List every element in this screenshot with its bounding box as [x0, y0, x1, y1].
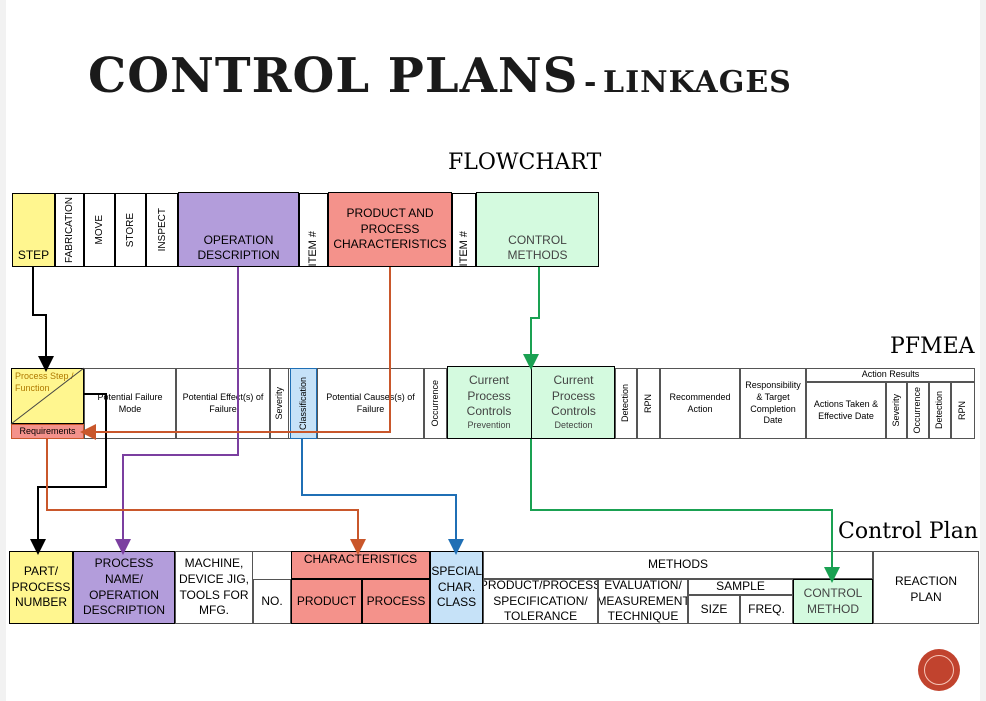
- title-separator: -: [583, 65, 598, 100]
- arrow-requirements-to-part-number: [30, 393, 107, 555]
- fc-inspect: INSPECT: [146, 193, 178, 267]
- flowchart-label: FLOWCHART: [448, 150, 602, 175]
- pf-severity: Severity: [270, 368, 289, 439]
- fc-store: STORE: [115, 193, 146, 267]
- cp-part-process-number: PART/ PROCESS NUMBER: [9, 551, 73, 624]
- pf-rpn: RPN: [637, 368, 660, 439]
- title-sub: LINKAGES: [603, 65, 792, 100]
- cp-evaluation: EVALUATION/ MEASUREMENT TECHNIQUE: [598, 579, 688, 624]
- pf-responsibility: Responsibility & Target Completion Date: [740, 368, 806, 439]
- pf-action-results: Action Results: [806, 368, 975, 382]
- pf-prevention: Current Process Controls Prevention: [447, 366, 531, 439]
- control-plan-label: Control Plan: [838, 519, 979, 544]
- pf-classification: Classification: [290, 368, 317, 439]
- pf-failure-mode: Potential Failure Mode: [84, 368, 176, 439]
- cp-special-char-class: SPECIAL CHAR. CLASS: [430, 551, 483, 624]
- pf-detection-controls: Current Process Controls Detection: [531, 366, 615, 439]
- cp-control-method: CONTROL METHOD: [793, 579, 873, 624]
- cp-no: NO.: [253, 579, 291, 624]
- logo-icon: [918, 649, 960, 691]
- cp-product: PRODUCT: [291, 579, 362, 624]
- arrow-step-to-process-step: [32, 267, 54, 372]
- cp-sample: SAMPLE: [688, 579, 793, 595]
- fc-product-process-characteristics: PRODUCT AND PROCESS CHARACTERISTICS: [328, 192, 452, 267]
- fc-fabrication: FABRICATION: [55, 193, 84, 267]
- pf-prevention-title: Current Process Controls: [466, 373, 512, 419]
- process-step-diagonal: [10, 367, 85, 425]
- cp-process: PROCESS: [362, 579, 430, 624]
- arrow-classification-to-special-char: [301, 439, 464, 555]
- cp-machine: MACHINE, DEVICE JIG, TOOLS FOR MFG.: [175, 551, 253, 624]
- pf-severity-2: Severity: [886, 382, 907, 439]
- arrow-characteristics-to-requirements: [80, 267, 391, 440]
- fc-item-1: ITEM #: [299, 193, 328, 267]
- cp-reaction-plan: REACTION PLAN: [873, 551, 979, 624]
- arrow-operation-to-process-name: [115, 267, 239, 555]
- pf-occurrence-2: Occurrence: [907, 382, 929, 439]
- arrow-control-methods-to-controls: [523, 267, 540, 370]
- pf-prevention-sub: Prevention: [467, 420, 511, 431]
- pf-detection-controls-title: Current Process Controls: [551, 373, 596, 419]
- arrow-controls-to-control-method: [530, 439, 840, 583]
- fc-operation-description: OPERATION DESCRIPTION: [178, 192, 299, 267]
- pf-occurrence: Occurrence: [424, 368, 447, 439]
- title-main: CONTROL PLANS: [88, 48, 579, 104]
- fc-step: STEP: [12, 193, 55, 267]
- fc-item-2: ITEM #: [452, 193, 476, 267]
- cp-characteristics: CHARACTERISTICS: [291, 551, 430, 579]
- pf-recommended-action: Recommended Action: [660, 368, 740, 439]
- cp-methods: METHODS: [483, 551, 873, 579]
- slide-title: CONTROL PLANS - LINKAGES: [88, 48, 792, 104]
- pf-detection-2: Detection: [929, 382, 951, 439]
- cp-spec-tolerance: PRODUCT/PROCESS SPECIFICATION/ TOLERANCE: [483, 579, 598, 624]
- cp-size: SIZE: [688, 595, 740, 624]
- cp-freq: FREQ.: [740, 595, 793, 624]
- slide-edge-right: [980, 0, 986, 701]
- pf-detection-controls-sub: Detection: [554, 420, 593, 431]
- fc-control-methods: CONTROL METHODS: [476, 192, 599, 267]
- pf-causes: Potential Causes(s) of Failure: [317, 368, 424, 439]
- slide-edge-left: [0, 0, 6, 701]
- pf-actions-taken: Actions Taken & Effective Date: [806, 382, 886, 439]
- pf-effects: Potential Effect(s) of Failure: [176, 368, 270, 439]
- pf-detection: Detection: [615, 368, 637, 439]
- arrow-requirements-to-characteristics: [46, 439, 366, 555]
- pf-rpn-2: RPN: [951, 382, 975, 439]
- pfmea-label: PFMEA: [890, 334, 975, 359]
- fc-move: MOVE: [84, 193, 115, 267]
- cp-process-name: PROCESS NAME/ OPERATION DESCRIPTION: [73, 551, 175, 624]
